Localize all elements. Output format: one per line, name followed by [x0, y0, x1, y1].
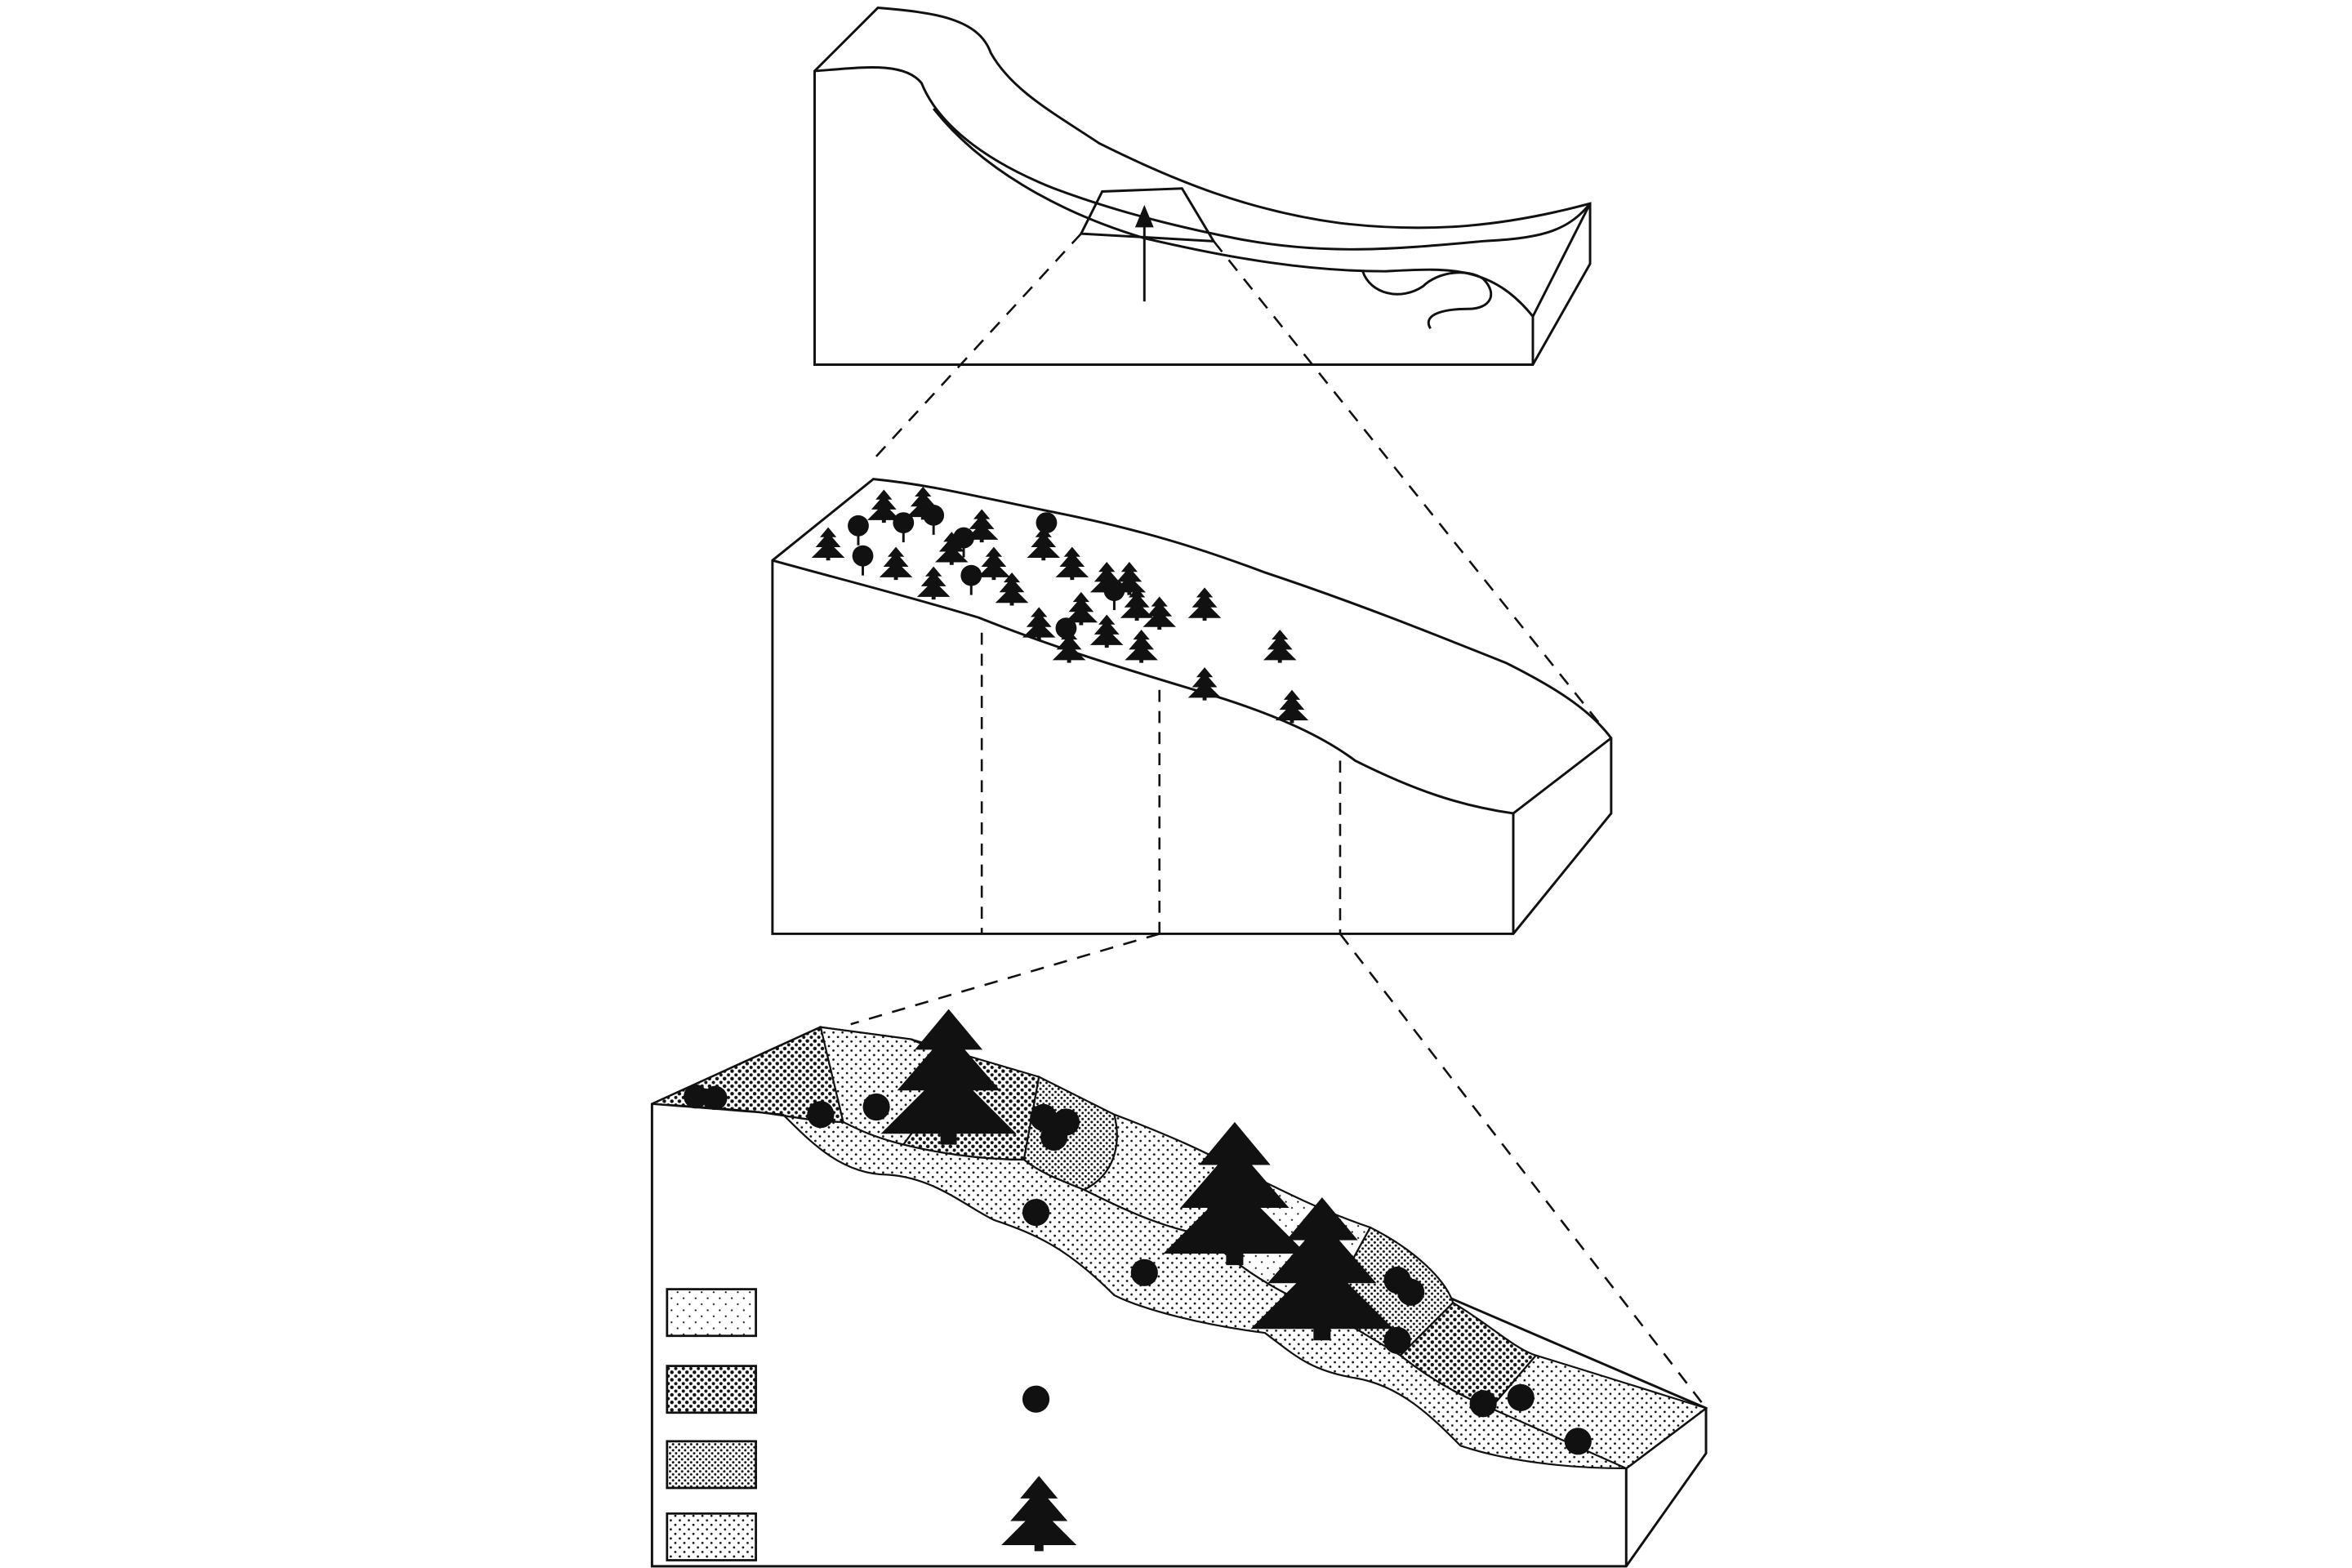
conifer-tree-icon [1250, 1197, 1394, 1341]
conifer-tree-icon [867, 489, 901, 523]
valley-meander [1361, 270, 1493, 330]
conifer-tree-icon [1143, 596, 1176, 630]
shrub-dot-icon [1397, 1278, 1425, 1306]
broadleaf-tree-icon [893, 512, 915, 543]
broadleaf-tree-icon [848, 514, 869, 546]
valley-river-lower [932, 108, 1535, 318]
shrub-dot-icon [1040, 1123, 1068, 1151]
legend-swatch-fine-dots [666, 1288, 757, 1338]
shrub-dot-icon [807, 1101, 835, 1129]
conifer-tree-icon [916, 566, 951, 600]
conifer-tree-icon [1027, 527, 1061, 561]
broadleaf-tree-icon [1036, 512, 1058, 543]
conifer-tree-icon [1022, 607, 1056, 640]
detail-slope-front [652, 1102, 1627, 1470]
slope-section-block [771, 478, 1613, 935]
conifer-tree-icon [1163, 1121, 1307, 1266]
conifer-tree-icon [811, 527, 845, 561]
legend-swatch-medium-dense-dots [666, 1440, 757, 1490]
legend-conifer-tree-icon [1001, 1476, 1077, 1552]
conifer-tree-icon [1275, 689, 1309, 724]
connector-lines-2 [850, 933, 1708, 1410]
conifer-tree-icon [880, 1009, 1017, 1145]
conifer-tree-icon [1263, 630, 1297, 663]
slope-detail-vegetation [684, 1009, 1592, 1455]
conifer-tree-icon [934, 532, 969, 565]
valley-overview-block [813, 7, 1592, 366]
north-arrow-icon [1134, 204, 1154, 302]
valley-inset-box [1079, 187, 1216, 243]
conifer-tree-icon [1089, 614, 1124, 648]
connector-lines-1 [872, 233, 1612, 739]
slope-section-dividers [980, 632, 1342, 934]
broadleaf-tree-icon [1103, 580, 1125, 611]
legend [666, 1288, 757, 1561]
shrub-dot-icon [1564, 1428, 1592, 1455]
slope-surface-lower [772, 559, 1514, 815]
conifer-tree-icon [977, 546, 1011, 581]
slope-section-vegetation [811, 486, 1309, 724]
shrub-dot-icon [1130, 1258, 1158, 1286]
broadleaf-tree-icon [852, 545, 874, 576]
legend-shrub-dot-icon [1022, 1385, 1050, 1413]
conifer-tree-icon [1120, 587, 1154, 621]
broadleaf-tree-icon [923, 504, 945, 535]
shrub-dot-icon [1022, 1198, 1050, 1227]
conifer-tree-icon [995, 572, 1029, 606]
legend-swatch-medium-dots [666, 1512, 757, 1561]
slope-block-outline [771, 478, 1613, 935]
broadleaf-tree-icon [1055, 617, 1077, 648]
shrub-dot-icon [1469, 1390, 1497, 1418]
conifer-tree-icon [1125, 630, 1158, 663]
conifer-tree-icon [879, 546, 913, 581]
conifer-tree-icon [1052, 630, 1086, 663]
conifer-tree-icon [1187, 587, 1222, 621]
shrub-dot-icon [862, 1093, 890, 1121]
shrub-dot-icon [1383, 1326, 1411, 1354]
conifer-tree-icon [1001, 1476, 1077, 1552]
conifer-tree-icon [1187, 667, 1222, 701]
broadleaf-tree-icon [960, 564, 982, 595]
slope-block-front-edge [1512, 737, 1612, 934]
shrub-dot-icon [684, 1084, 708, 1109]
valley-river-outline [814, 66, 1592, 251]
conifer-tree-icon [1055, 546, 1089, 581]
valley-block-outline [813, 7, 1592, 366]
shrub-dot-icon [1507, 1383, 1535, 1411]
shrub-dot-icon [703, 1085, 728, 1111]
legend-swatch-coarse-dense-dots [666, 1365, 757, 1414]
broadleaf-tree-icon [953, 527, 974, 558]
conifer-tree-icon [1064, 591, 1098, 626]
